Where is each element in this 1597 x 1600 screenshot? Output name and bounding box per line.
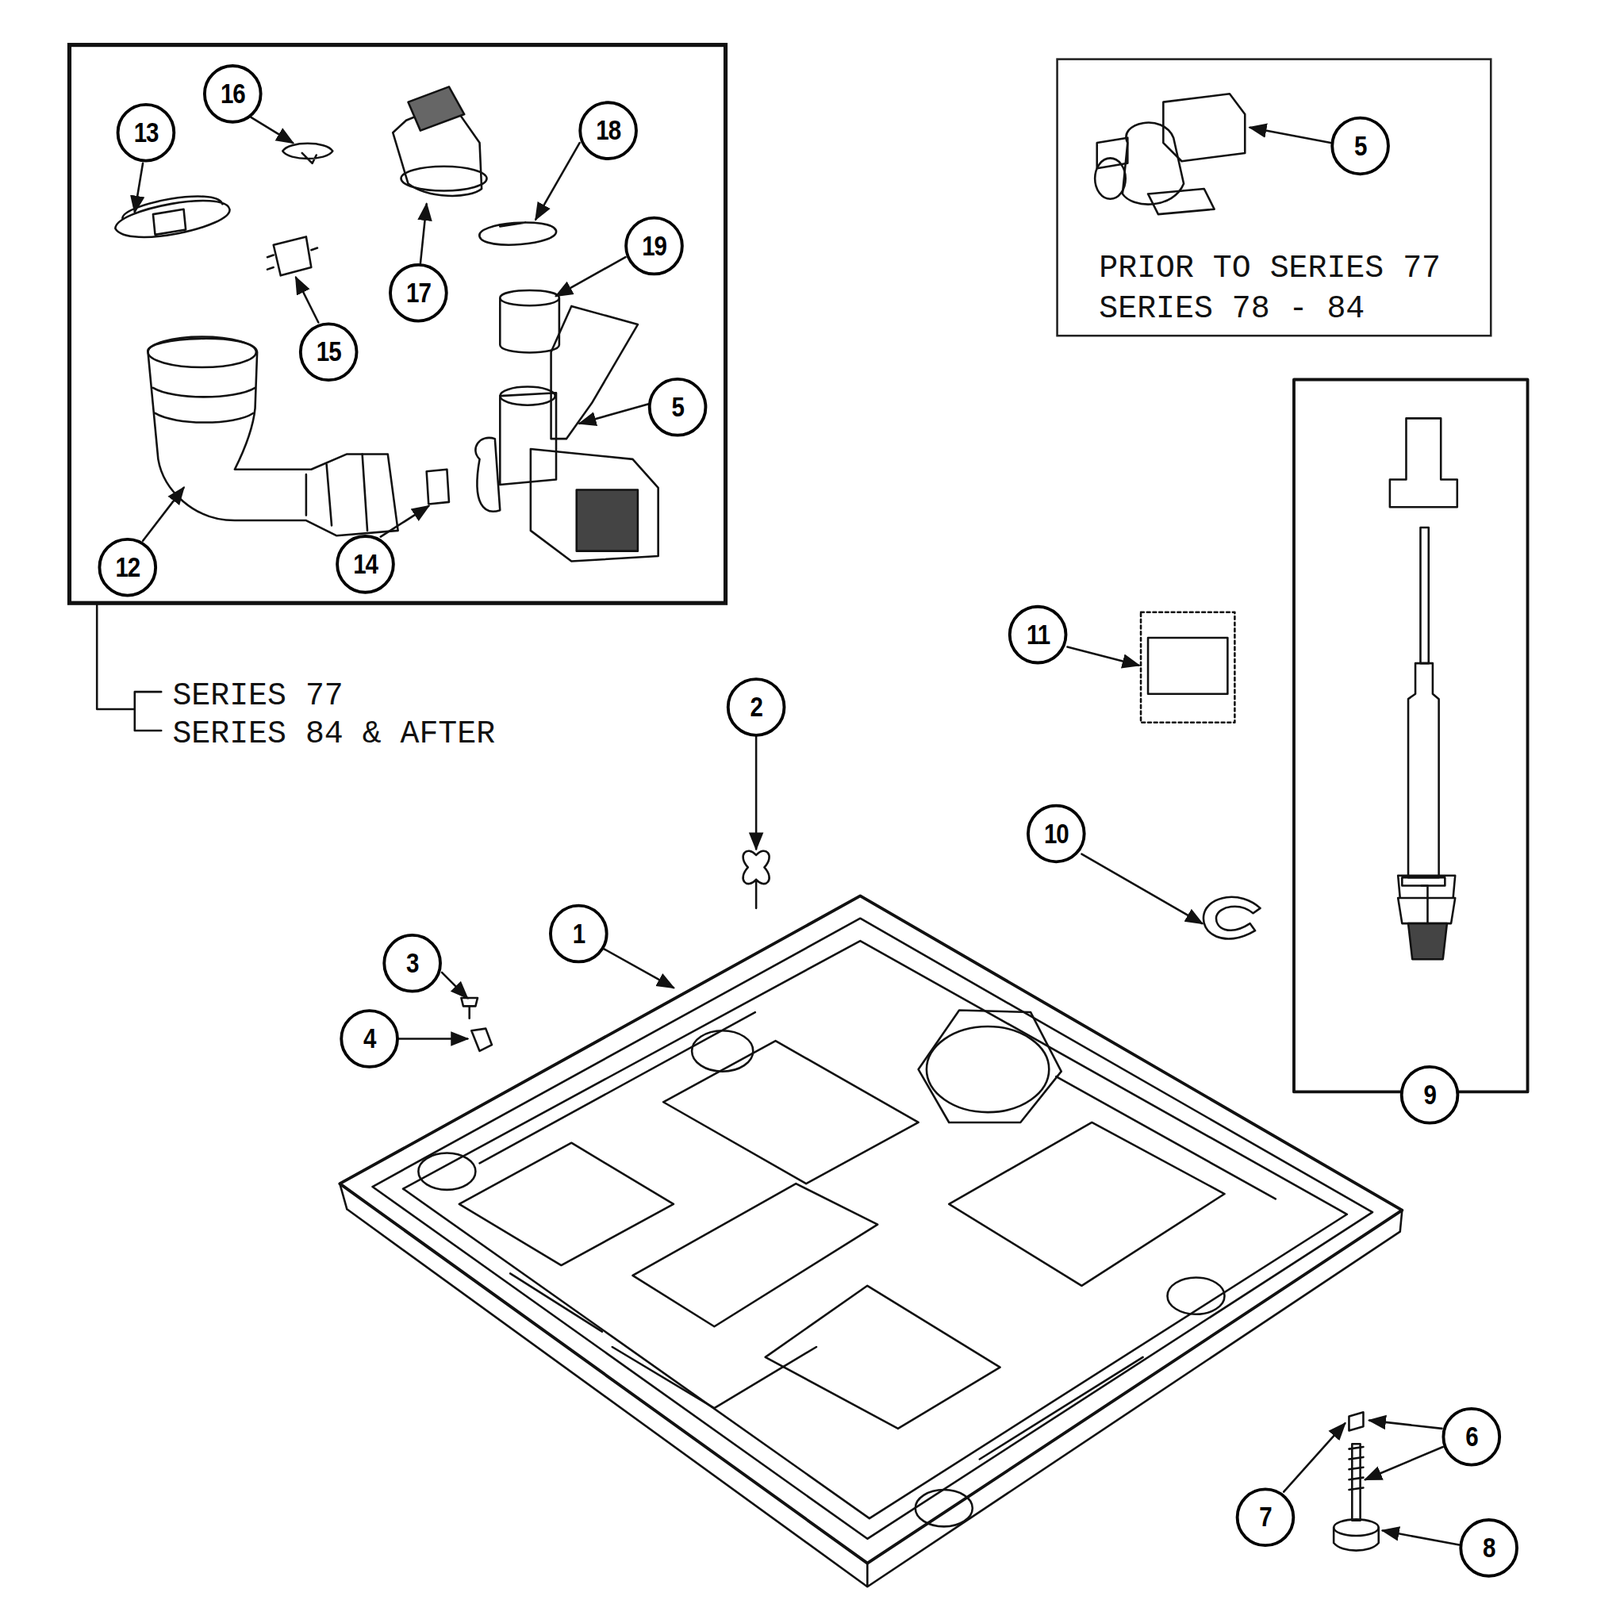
callout-circle: 18 [578, 100, 638, 161]
callout-circle: 5 [1330, 116, 1390, 177]
callout-number: 17 [406, 276, 431, 309]
callout-number: 4 [363, 1023, 376, 1056]
callout-circle: 6 [1441, 1407, 1502, 1467]
callout-circle: 1 [548, 904, 609, 964]
callout-number: 5 [671, 391, 684, 423]
callout-number: 16 [220, 77, 246, 110]
callout-circle: 3 [382, 933, 442, 994]
callout-number: 6 [1465, 1420, 1478, 1453]
callout-number: 12 [115, 551, 140, 584]
callout-number: 9 [1423, 1078, 1436, 1111]
series-note: SERIES 84 & AFTER [172, 718, 496, 751]
parts-frame: SERIES 77SERIES 84 & AFTER16131718191551… [67, 42, 728, 606]
callout-circle: 4 [339, 1009, 400, 1069]
callout-circle: 10 [1026, 804, 1087, 864]
callout-circle: 11 [1008, 605, 1068, 665]
callout-circle: 12 [97, 537, 158, 598]
callout-circle: 5 [648, 377, 708, 438]
callout-number: 13 [134, 116, 159, 149]
series-note: SERIES 77 [172, 679, 343, 712]
callout-circle: 7 [1236, 1487, 1296, 1548]
callout-number: 11 [1026, 618, 1050, 651]
callout-number: 5 [1354, 130, 1367, 162]
callout-number: 2 [749, 691, 762, 724]
series-note: PRIOR TO SERIES 77 [1098, 252, 1441, 285]
callout-circle: 2 [726, 677, 787, 738]
callout-number: 3 [406, 947, 419, 979]
callout-circle: 14 [335, 534, 396, 595]
callout-circle: 15 [299, 322, 359, 382]
callout-number: 18 [595, 115, 621, 147]
callout-number: 10 [1044, 817, 1069, 850]
callout-number: 14 [353, 548, 378, 580]
parts-frame: PRIOR TO SERIES 77 SERIES 78 - 84 5 [1055, 57, 1492, 337]
callout-number: 15 [316, 336, 342, 369]
callout-circle: 19 [624, 216, 684, 277]
callout-circle: 17 [388, 263, 449, 323]
callout-circle: 16 [203, 64, 263, 124]
callout-circle: 13 [116, 103, 177, 163]
callout-circle: 9 [1400, 1065, 1460, 1125]
callout-number: 7 [1259, 1501, 1271, 1534]
callout-number: 19 [641, 230, 667, 262]
series-note: SERIES 78 - 84 [1098, 292, 1365, 325]
callout-number: 8 [1482, 1531, 1495, 1564]
callout-circle: 8 [1458, 1518, 1519, 1578]
callout-number: 1 [572, 917, 585, 950]
